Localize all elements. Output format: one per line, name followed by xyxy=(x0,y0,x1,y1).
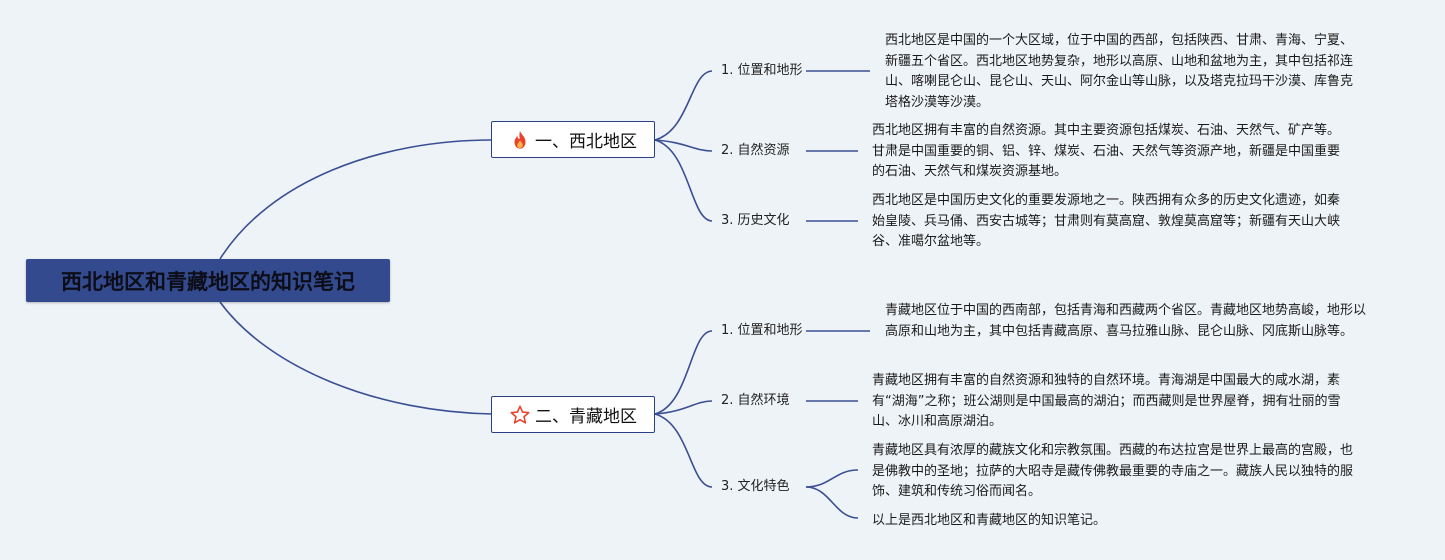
link-b2-sub1 xyxy=(654,330,713,415)
note-qz-culture: 青藏地区具有浓厚的藏族文化和宗教氛围。西藏的布达拉宫是世界上最高的宫殿，也是佛教… xyxy=(872,443,1354,499)
branch-northwest[interactable]: 一、西北地区 xyxy=(491,121,655,158)
note-nw-resources: 西北地区拥有丰富的自然资源。其中主要资源包括煤炭、石油、天然气、矿产等。甘肃是中… xyxy=(872,123,1341,179)
note-nw-location: 西北地区是中国的一个大区域，位于中国的西部，包括陕西、甘肃、青海、宁夏、新疆五个… xyxy=(885,33,1354,110)
subtopic-nw-location[interactable]: 1. 位置和地形 xyxy=(721,63,803,78)
branch-label: 一、西北地区 xyxy=(535,132,637,152)
link-b1-sub1 xyxy=(654,70,713,141)
link-b1-sub2 xyxy=(654,139,713,152)
subtopic-qz-location[interactable]: 1. 位置和地形 xyxy=(721,323,803,338)
branch-qingzang[interactable]: 二、青藏地区 xyxy=(491,396,655,433)
link-root-branch1 xyxy=(219,139,493,260)
note-nw-history: 西北地区是中国历史文化的重要发源地之一。陕西拥有众多的历史文化遗迹，如秦始皇陵、… xyxy=(872,193,1341,249)
link-b2-sub3 xyxy=(654,413,713,488)
subtopic-nw-history[interactable]: 3. 历史文化 xyxy=(721,213,790,228)
link-sub-note-7 xyxy=(805,486,859,519)
subtopic-qz-culture[interactable]: 3. 文化特色 xyxy=(721,479,790,494)
subtopic-qz-environment[interactable]: 2. 自然环境 xyxy=(721,393,790,408)
note-qz-location: 青藏地区位于中国的西南部，包括青海和西藏两个省区。青藏地区地势高峻，地形以高原和… xyxy=(885,303,1367,339)
root-title: 西北地区和青藏地区的知识笔记 xyxy=(61,269,355,294)
note-qz-environment: 青藏地区拥有丰富的自然资源和独特的自然环境。青海湖是中国最大的咸水湖，素有“湖海… xyxy=(872,373,1341,429)
link-b2-sub2 xyxy=(654,400,713,415)
link-sub-note-6 xyxy=(805,469,859,488)
link-root-branch2 xyxy=(219,301,493,415)
link-b1-sub3 xyxy=(654,139,713,222)
note-summary: 以上是西北地区和青藏地区的知识笔记。 xyxy=(872,513,1107,528)
star-icon xyxy=(509,404,531,426)
subtopic-nw-resources[interactable]: 2. 自然资源 xyxy=(721,143,790,158)
branch-label: 二、青藏地区 xyxy=(535,407,637,427)
fire-icon xyxy=(509,129,531,151)
root-topic[interactable]: 西北地区和青藏地区的知识笔记 xyxy=(26,259,390,302)
